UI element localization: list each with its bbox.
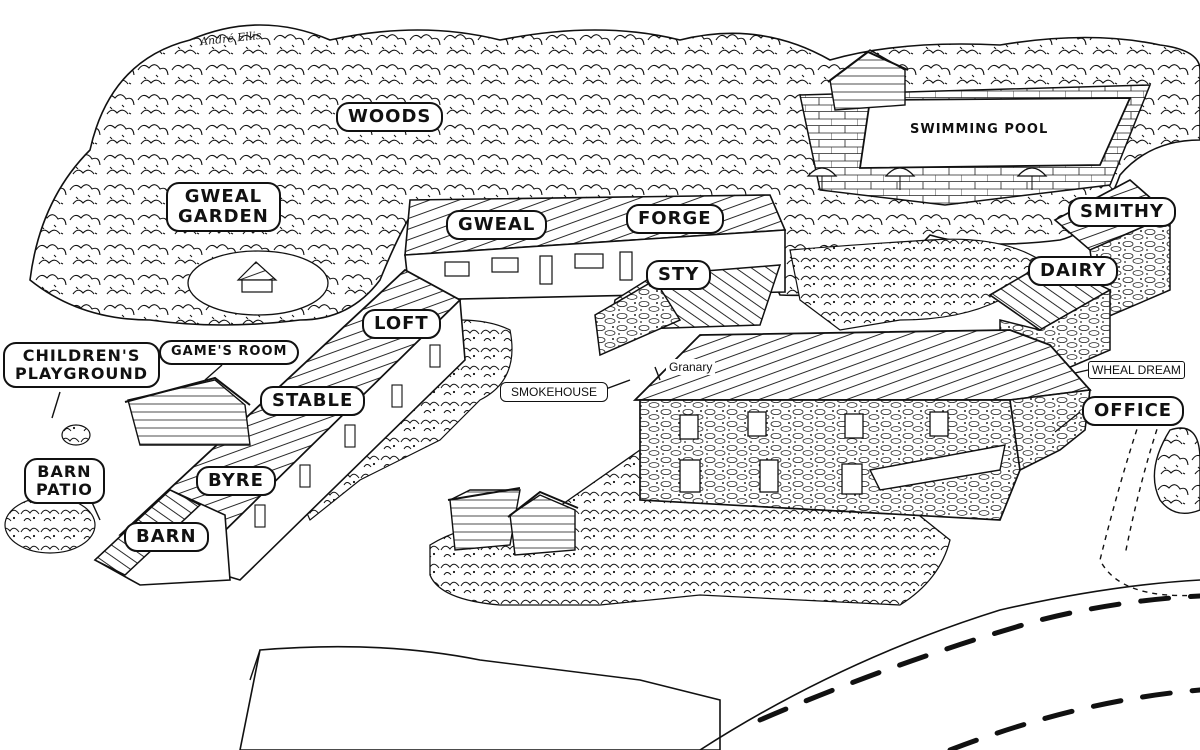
label-office: OFFICE bbox=[1082, 396, 1185, 427]
label-byre: BYRE bbox=[196, 466, 276, 497]
label-wheal-dream: WHEAL DREAM bbox=[1088, 361, 1185, 379]
road-edge bbox=[699, 579, 1200, 750]
label-games-room: GAME'S ROOM bbox=[159, 340, 300, 365]
label-loft: LOFT bbox=[362, 309, 441, 340]
label-childrens-playground-line2: PLAYGROUND bbox=[15, 363, 149, 383]
label-woods: WOODS bbox=[336, 102, 444, 133]
label-childrens-playground: CHILDREN'S PLAYGROUND bbox=[3, 342, 161, 388]
smokehouse-sheds bbox=[447, 487, 579, 556]
granary-wheal-dream-building bbox=[632, 329, 1092, 521]
label-barn: BARN bbox=[124, 522, 209, 553]
label-smithy: SMITHY bbox=[1068, 197, 1176, 228]
swimming-pool-basin bbox=[858, 97, 1132, 169]
driveway bbox=[1099, 419, 1200, 597]
label-smokehouse: SMOKEHOUSE bbox=[500, 382, 609, 402]
label-gweal-garden-line2: GARDEN bbox=[178, 206, 269, 228]
games-room-hut bbox=[124, 376, 251, 446]
boundary-wall bbox=[239, 645, 721, 750]
label-swimming-pool: SWIMMING POOL bbox=[910, 122, 1049, 137]
pool-hut bbox=[827, 49, 909, 111]
garden-gazebo bbox=[236, 261, 278, 293]
label-sty: STY bbox=[646, 260, 712, 291]
east-lawn bbox=[789, 238, 1041, 331]
label-barn-patio-line1: BARN bbox=[37, 462, 92, 481]
label-forge: FORGE bbox=[626, 204, 724, 235]
roadside-tree bbox=[1153, 427, 1200, 514]
label-childrens-playground-line1: CHILDREN'S bbox=[22, 346, 141, 365]
label-stable: STABLE bbox=[260, 386, 366, 417]
label-granary: Granary bbox=[666, 359, 716, 375]
label-barn-patio-line2: PATIO bbox=[36, 479, 93, 499]
playground-shrubs bbox=[4, 424, 96, 554]
label-barn-patio: BARN PATIO bbox=[24, 458, 105, 504]
label-gweal: GWEAL bbox=[446, 210, 548, 241]
label-dairy: DAIRY bbox=[1028, 256, 1119, 287]
label-gweal-garden: GWEAL GARDEN bbox=[166, 182, 281, 233]
road-lane-line bbox=[947, 687, 1200, 750]
parasols bbox=[806, 167, 1048, 190]
label-gweal-garden-line1: GWEAL bbox=[184, 186, 263, 207]
road-centre-line bbox=[757, 593, 1200, 723]
